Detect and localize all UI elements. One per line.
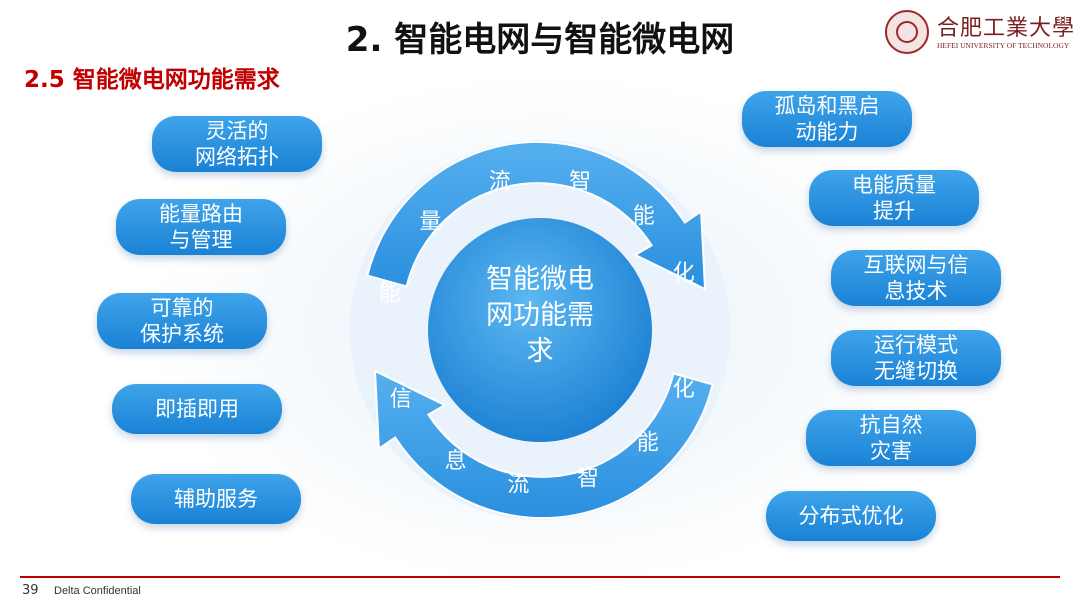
right-item-power-quality: 电能质量 提升 bbox=[809, 170, 979, 226]
center-label: 智能微电网功能需求 bbox=[486, 264, 594, 367]
university-name-en: HEFEI UNIVERSITY OF TECHNOLOGY bbox=[937, 41, 1070, 50]
left-item-flexible-topology: 灵活的 网络拓扑 bbox=[152, 116, 322, 172]
section-subtitle: 2.5 智能微电网功能需求 bbox=[24, 67, 280, 93]
lower-arrow-label-group: 信息流 智 能 化 bbox=[390, 377, 695, 497]
right-item-label: 电能质量 提升 bbox=[852, 172, 936, 223]
upper-arrow-energy-flow bbox=[366, 140, 707, 291]
lower-arrow-char: 流 bbox=[507, 473, 529, 498]
left-item-label: 能量路由 与管理 bbox=[159, 201, 243, 252]
upper-arrow-char: 流 bbox=[489, 169, 511, 194]
lower-arrow-char: 智 bbox=[577, 466, 599, 491]
right-item-label: 抗自然 灾害 bbox=[859, 412, 923, 463]
right-item-label: 互联网与信 息技术 bbox=[863, 252, 969, 303]
footer-divider bbox=[20, 576, 1060, 578]
university-seal-icon bbox=[885, 10, 929, 54]
left-item-ancillary-services: 辅助服务 bbox=[131, 474, 301, 524]
university-logo: 合肥工業大學 HEFEI UNIVERSITY OF TECHNOLOGY bbox=[885, 10, 1075, 56]
upper-arrow-label-group: 能量流智能化 bbox=[379, 169, 695, 306]
confidential-notice: Delta Confidential bbox=[54, 585, 141, 597]
university-name-cn: 合肥工業大學 bbox=[937, 16, 1076, 41]
left-item-label: 即插即用 bbox=[155, 396, 239, 421]
upper-arrow-char: 能 bbox=[379, 282, 401, 307]
lower-arrow-char: 信 bbox=[390, 387, 412, 412]
left-item-label: 可靠的 保护系统 bbox=[140, 295, 224, 346]
left-item-label: 灵活的 网络拓扑 bbox=[195, 118, 279, 169]
lower-arrow-info-flow bbox=[373, 369, 714, 520]
slide-title: 2. 智能电网与智能微电网 bbox=[345, 20, 735, 60]
right-item-seamless-switching: 运行模式 无缝切换 bbox=[831, 330, 1001, 386]
left-item-plug-and-play: 即插即用 bbox=[112, 384, 282, 434]
right-item-label: 分布式优化 bbox=[798, 503, 904, 528]
lower-arrow-char: 化 bbox=[673, 377, 695, 402]
right-item-disaster-resistance: 抗自然 灾害 bbox=[806, 410, 976, 466]
upper-arrow-char: 量 bbox=[419, 209, 441, 234]
page-number: 39 bbox=[22, 583, 39, 598]
right-item-distributed-optimization: 分布式优化 bbox=[766, 491, 936, 541]
upper-arrow-char: 化 bbox=[673, 261, 695, 286]
lower-arrow-char: 能 bbox=[637, 431, 659, 456]
right-item-label: 孤岛和黑启 动能力 bbox=[774, 93, 880, 144]
left-item-label: 辅助服务 bbox=[174, 486, 258, 511]
right-item-internet-it: 互联网与信 息技术 bbox=[831, 250, 1001, 306]
center-circle bbox=[428, 218, 652, 442]
upper-arrow-char: 智 bbox=[569, 169, 591, 194]
lower-arrow-char: 息 bbox=[445, 449, 467, 474]
left-item-protection-system: 可靠的 保护系统 bbox=[97, 293, 267, 349]
upper-arrow-char: 能 bbox=[633, 204, 655, 229]
right-item-islanding-blackstart: 孤岛和黑启 动能力 bbox=[742, 91, 912, 147]
right-item-label: 运行模式 无缝切换 bbox=[874, 332, 958, 383]
left-item-energy-routing: 能量路由 与管理 bbox=[116, 199, 286, 255]
